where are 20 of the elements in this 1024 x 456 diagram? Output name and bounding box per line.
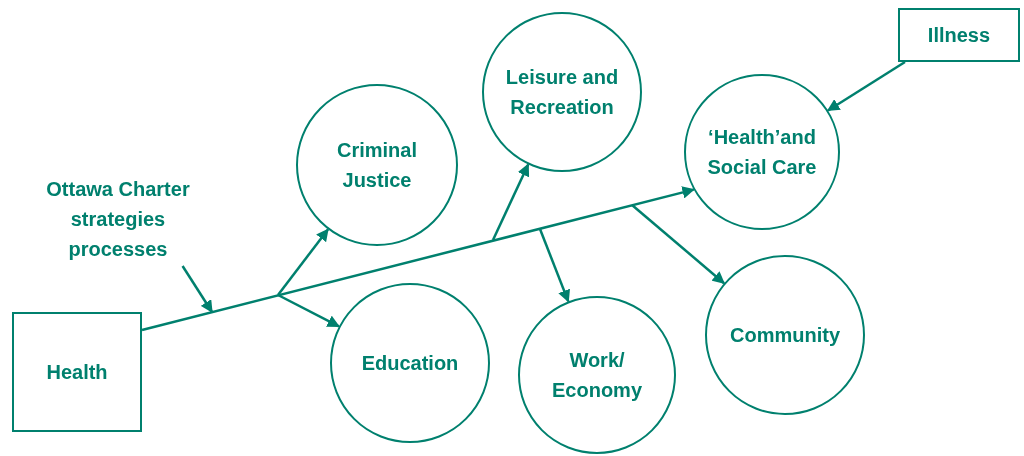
node-subtext: strategies processes bbox=[67, 207, 169, 262]
node-label: Ottawa Charter bbox=[46, 177, 190, 202]
node-label: Work/ Economy bbox=[551, 348, 643, 403]
arrow bbox=[181, 265, 214, 314]
process-box bbox=[12, 312, 142, 432]
node-label: ‘Health’and Social Care bbox=[706, 125, 818, 180]
arrow bbox=[141, 186, 695, 332]
arrow bbox=[538, 228, 570, 303]
node-label: Illness bbox=[927, 23, 991, 48]
node-label: Community bbox=[730, 323, 840, 348]
arrow bbox=[277, 228, 329, 296]
arrow bbox=[826, 60, 906, 112]
process-box bbox=[898, 8, 1020, 62]
node-label: Leisure and Recreation bbox=[504, 65, 620, 120]
node-label: Criminal Justice bbox=[336, 138, 418, 193]
node-label: Health bbox=[46, 360, 108, 385]
arrow bbox=[277, 293, 340, 328]
arrow bbox=[631, 204, 725, 285]
arrow bbox=[491, 163, 530, 241]
node-label: Education bbox=[361, 351, 459, 376]
